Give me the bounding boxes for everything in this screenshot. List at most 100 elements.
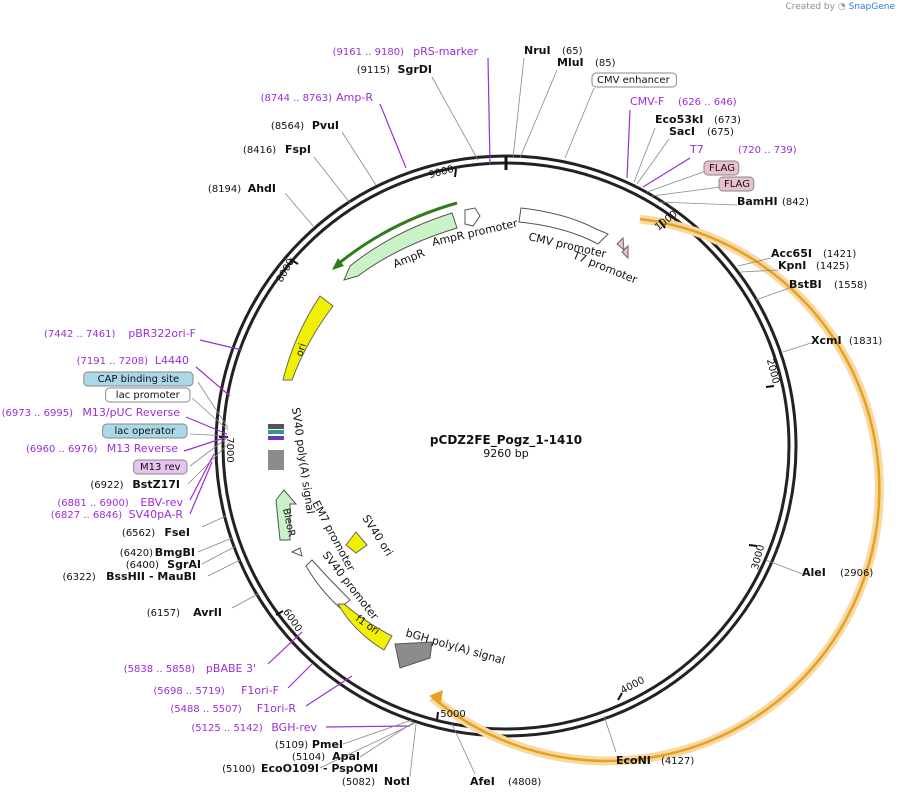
annotation-f1ori-r[interactable]: F1ori-R (5488 .. 5507)	[170, 702, 296, 715]
label-name: Eco53kI	[655, 113, 703, 126]
annotation-avrii[interactable]: AvrII(6157)	[147, 606, 222, 619]
annotation-bstz17i[interactable]: BstZ17I (6922)	[90, 478, 180, 491]
label-name: lac operator	[115, 426, 176, 437]
leader-line	[197, 381, 229, 429]
leader-line	[231, 593, 259, 609]
annotation-acc65i[interactable]: Acc65I(1421)	[771, 247, 856, 260]
annotation-flag[interactable]: FLAG	[703, 160, 740, 176]
label-name: BssHII	[106, 570, 145, 583]
label-position: (9161 .. 9180)	[333, 47, 405, 58]
annotation-l4440[interactable]: L4440(7191 .. 7208)	[77, 354, 189, 367]
label-name: SgrDI	[398, 63, 432, 76]
annotation-bmgbi[interactable]: BmgBI(6420)	[120, 546, 195, 559]
label-name: M13/pUC Reverse	[82, 406, 180, 419]
ampr-promoter-feature	[464, 207, 481, 227]
label-position: (8744 .. 8763)	[261, 93, 333, 104]
leader-line	[755, 287, 790, 301]
annotation-amp-r[interactable]: Amp-R(8744 .. 8763)	[261, 91, 374, 104]
annotation-afei[interactable]: AfeI(4808)	[470, 775, 541, 788]
annotation-flag[interactable]: FLAG	[718, 176, 755, 192]
label-position: (65)	[562, 46, 583, 57]
annotation-cmv-f[interactable]: (626 .. 646)CMV-F	[630, 95, 737, 108]
leader-line	[782, 342, 812, 353]
annotation-pbabe-3-[interactable]: pBABE 3'(5838 .. 5858)	[124, 662, 256, 675]
label-position: (5104)	[292, 752, 325, 763]
label-name: Amp-R	[336, 91, 373, 104]
annotation-apai[interactable]: ApaI(5104)	[292, 750, 360, 763]
label-position: (6922)	[90, 480, 123, 491]
snapgene-credit: Created by ◔ SnapGene	[785, 2, 895, 12]
annotation-t7[interactable]: (720 .. 739)T7	[689, 143, 797, 156]
annotation-nrui[interactable]: NruI(65)	[524, 44, 583, 57]
annotation-xcmi[interactable]: XcmI(1831)	[811, 334, 882, 347]
leader-line	[603, 715, 617, 753]
annotation-fsei[interactable]: FseI(6562)	[122, 526, 190, 539]
label-name: AleI	[802, 566, 826, 579]
leader-line	[197, 537, 233, 553]
label-name: BamHI	[737, 195, 778, 208]
label-name-2: - PspOMI	[323, 762, 378, 775]
annotation-noti[interactable]: NotI(5082)	[342, 775, 410, 788]
annotation-cap-binding-site[interactable]: CAP binding site	[83, 371, 194, 387]
leader-line	[519, 69, 558, 159]
annotation-pmei[interactable]: PmeI(5109)	[275, 738, 343, 751]
label-position: (1558)	[834, 280, 867, 291]
leader-line	[342, 719, 413, 745]
annotation-pvui[interactable]: PvuI(8564)	[271, 119, 339, 132]
t7-flag-feature-1	[616, 236, 625, 252]
annotation-f1ori-f[interactable]: F1ori-F(5698 .. 5719)	[153, 684, 279, 697]
tick-mark	[658, 219, 666, 229]
annotation-ebv-rev[interactable]: EBV-rev(6881 .. 6900)	[57, 496, 183, 509]
leader-line	[267, 631, 303, 665]
tick-mark	[748, 544, 758, 547]
label-name: AfeI	[470, 775, 495, 788]
annotation-pbr322ori-f[interactable]: pBR322ori-F(7442 .. 7461)	[44, 327, 196, 340]
annotation-lac-operator[interactable]: lac operator	[102, 423, 188, 439]
label-name: FLAG	[724, 179, 750, 190]
annotation-bgh-rev[interactable]: BGH-rev(5125 .. 5142)	[191, 721, 317, 734]
annotation-mlui[interactable]: MluI(85)	[557, 56, 616, 69]
label-position: (5488 .. 5507)	[170, 704, 242, 715]
label-name: lac promoter	[116, 390, 181, 401]
label-name: BstZ17I	[132, 478, 180, 491]
label-position: (4127)	[661, 756, 694, 767]
annotation-eco53ki[interactable]: Eco53kI (673)	[655, 113, 741, 126]
annotation-m13-rev[interactable]: M13 rev	[133, 459, 188, 475]
label-name: M13 rev	[140, 462, 181, 473]
leader-line	[642, 157, 691, 188]
annotation-kpni[interactable]: KpnI(1425)	[778, 259, 849, 272]
annotation-prs-marker[interactable]: pRS-marker(9161 .. 9180)	[333, 45, 479, 58]
annotation-m13-puc-reverse[interactable]: M13/pUC Reverse(6973 .. 6995)	[2, 406, 181, 419]
label-name: SV40pA-R	[129, 508, 184, 521]
label-position: (1421)	[823, 249, 856, 260]
label-position: (7442 .. 7461)	[44, 329, 116, 340]
annotation-ecoo109i[interactable]: EcoO109I- PspOMI(5100)	[222, 762, 378, 775]
annotation-fspi[interactable]: FspI(8416)	[243, 143, 311, 156]
tick-mark	[765, 385, 775, 388]
leader-line	[633, 127, 656, 183]
snapgene-logo-icon: ◔	[837, 2, 846, 12]
annotation-sgrdi[interactable]: SgrDI(9115)	[357, 63, 432, 76]
leader-line	[189, 433, 228, 437]
annotation-econi[interactable]: EcoNI(4127)	[616, 754, 694, 767]
plasmid-name: pCDZ2FE_Pogz_1-1410	[430, 433, 582, 448]
label-position: (673)	[714, 115, 741, 126]
annotation-cmv-enhancer[interactable]: CMV enhancer	[591, 72, 677, 88]
annotation-sgrai[interactable]: SgrAI(6400)	[126, 558, 201, 571]
label-name: F1ori-R	[257, 702, 297, 715]
label-position: (842)	[782, 197, 809, 208]
annotation-bstbi[interactable]: BstBI(1558)	[789, 278, 867, 291]
orf-line	[431, 217, 881, 763]
annotation-bsshii[interactable]: BssHII- MauBI(6322)	[63, 570, 197, 583]
annotation-lac-promoter[interactable]: lac promoter	[105, 387, 191, 403]
annotation-ahdi[interactable]: AhdI(8194)	[208, 182, 276, 195]
annotation-bamhi[interactable]: BamHI (842)	[737, 195, 809, 208]
annotation-m13-reverse[interactable]: M13 Reverse(6960 .. 6976)	[26, 442, 178, 455]
tick-label: 2000	[764, 358, 781, 385]
annotation-sv40pa-r[interactable]: SV40pA-R(6827 .. 6846)	[51, 508, 184, 521]
annotation-alei[interactable]: AleI(2906)	[802, 566, 873, 579]
leader-line	[636, 138, 670, 185]
label-position: (6960 .. 6976)	[26, 444, 98, 455]
plasmid-length: 9260 bp	[483, 447, 528, 460]
annotation-saci[interactable]: SacI(675)	[669, 125, 734, 138]
